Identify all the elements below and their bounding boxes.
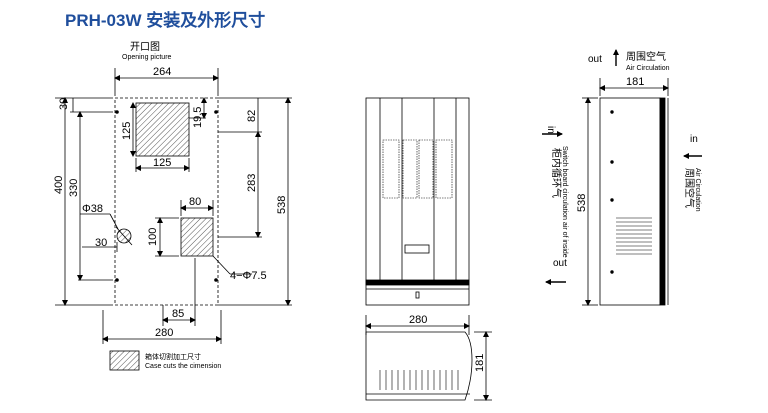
legend-swatch	[109, 350, 140, 371]
side-top-cn: 周围空气	[626, 50, 666, 63]
mount-hole	[115, 278, 119, 282]
top-slots	[379, 370, 459, 390]
dim-400: 400	[53, 176, 65, 194]
top-cutout	[135, 102, 190, 157]
side-left-out: out	[553, 258, 567, 269]
dim-538: 538	[276, 196, 288, 214]
display-window	[404, 244, 430, 254]
dim-85: 85	[172, 308, 184, 320]
dim-82: 82	[246, 110, 258, 122]
dim-19-5: 19.5	[192, 107, 204, 128]
side-left-cn: 柜内循环气	[550, 148, 563, 198]
front-view	[365, 97, 470, 306]
top-body	[365, 331, 473, 401]
front-base-band	[365, 279, 470, 286]
side-body	[599, 97, 661, 306]
page-title: PRH-03W 安装及外形尺寸	[65, 11, 266, 30]
bottom-cutout	[180, 217, 214, 257]
opening-label-cn: 开口图	[130, 41, 160, 53]
top-view: 280 181	[365, 314, 492, 401]
legend-cn: 箱体切割加工尺寸	[145, 352, 201, 361]
dim-264: 264	[153, 66, 171, 78]
legend-en: Case cuts the cimension	[145, 363, 221, 370]
holes-label: 4−Φ7.5	[230, 270, 267, 282]
dim-283: 283	[246, 174, 258, 192]
top-dim-280: 280	[409, 314, 427, 326]
dim-80: 80	[189, 196, 201, 208]
side-top-en: Air Circulation	[626, 65, 670, 72]
top-dim-181: 181	[474, 354, 486, 372]
dim-330: 330	[68, 179, 80, 197]
side-right-cn: 周围空气	[683, 168, 696, 208]
mount-hole	[115, 110, 119, 114]
front-latch	[415, 291, 420, 299]
side-dim-538: 538	[576, 194, 588, 212]
dim-100: 100	[147, 228, 159, 246]
side-right-in: in	[690, 134, 698, 145]
side-dim-181: 181	[626, 76, 644, 88]
dim-125-h: 125	[153, 157, 171, 169]
side-louvres	[616, 217, 652, 255]
dim-280: 280	[155, 327, 173, 339]
side-view: out 周围空气 Air Circulation 181 5	[542, 49, 702, 306]
dim-125-v: 125	[121, 122, 133, 140]
front-louvres	[382, 139, 453, 199]
opening-drawing: 开口图 Opening picture 264 125 125 400 30 3…	[53, 41, 292, 371]
mount-hole	[214, 110, 218, 114]
opening-label-en: Opening picture	[122, 54, 172, 61]
dim-30-top: 30	[58, 98, 70, 110]
side-left-en: Switch board circulation air of inside	[561, 146, 568, 258]
side-door-edge	[659, 97, 666, 306]
dim-30-hole: 30	[95, 237, 107, 249]
opening-outline	[114, 97, 219, 306]
side-top-out: out	[588, 54, 602, 65]
side-left-in: in	[545, 126, 556, 134]
side-right-en: Air Circulation	[694, 168, 701, 212]
front-body	[365, 97, 470, 306]
mount-hole	[214, 278, 218, 282]
dim-phi38: Φ38	[82, 203, 103, 215]
